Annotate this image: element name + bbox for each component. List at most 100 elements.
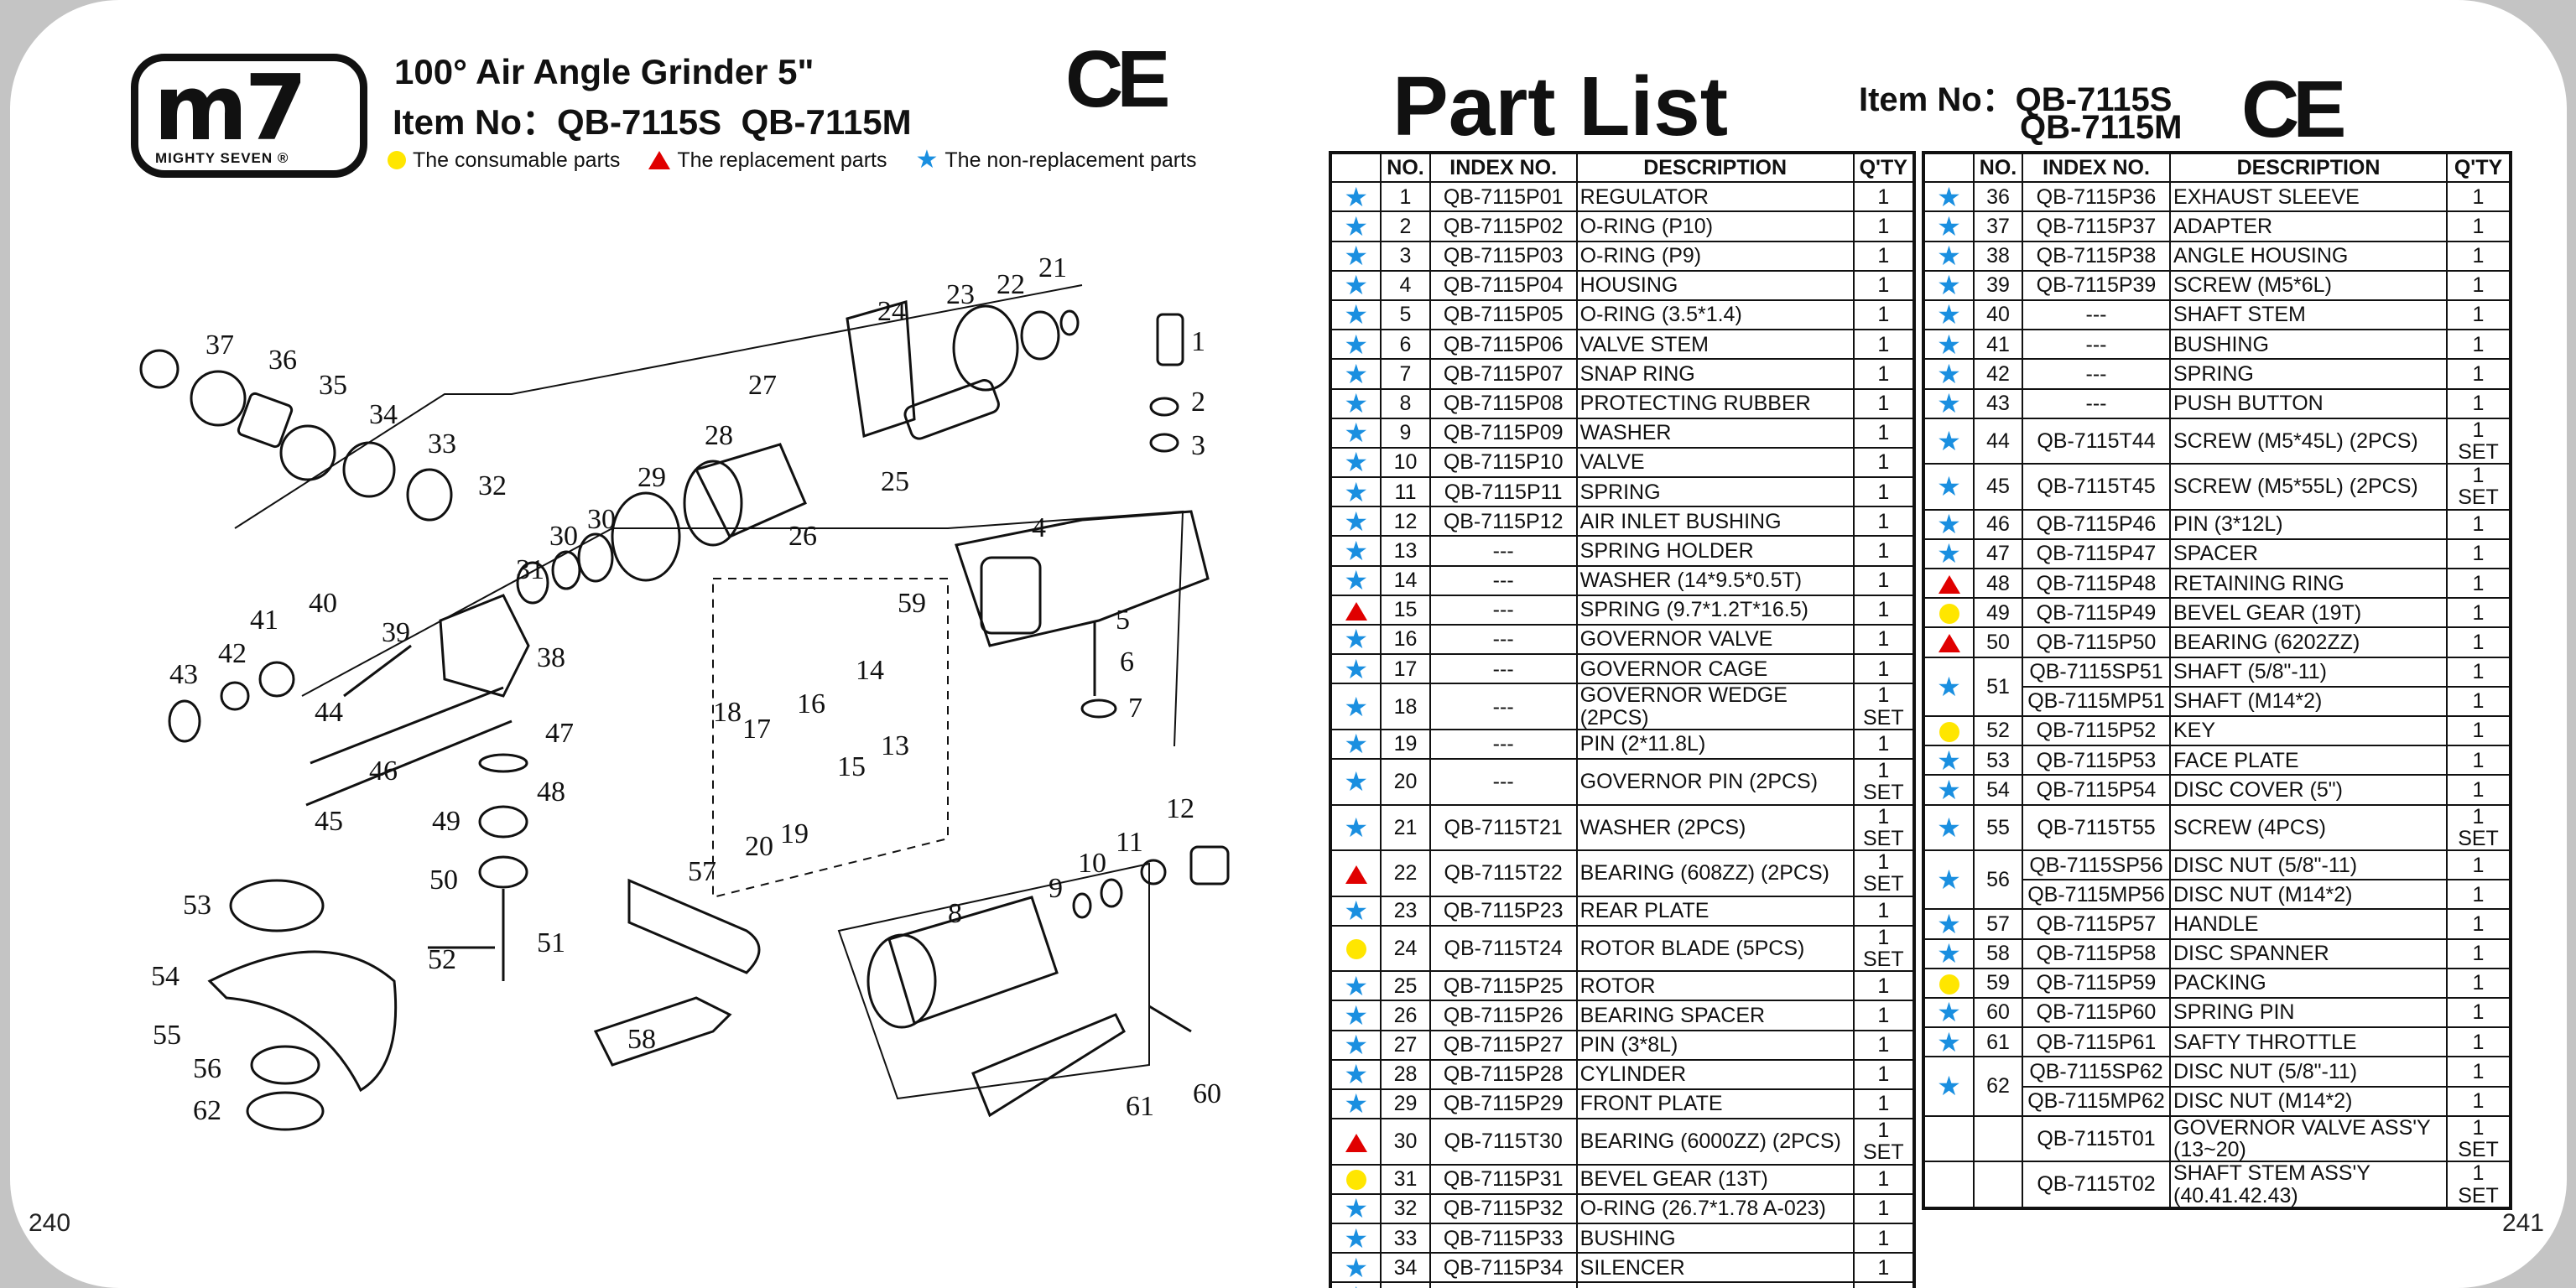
part-qty: 1	[1852, 653, 1916, 685]
part-index: QB-7115T30	[1429, 1118, 1578, 1166]
part-no: 31	[1380, 1163, 1431, 1195]
callout-58: 58	[627, 1024, 656, 1055]
part-index: QB-7115SP51	[2022, 656, 2171, 688]
part-description: BUSHING	[2169, 329, 2448, 361]
part-mark: ★	[1923, 210, 1975, 242]
col-no: NO.	[1380, 151, 1431, 184]
blue-star-icon: ★	[1937, 812, 1961, 843]
part-description: ROTOR	[1575, 970, 1855, 1002]
part-index: QB-7115P27	[1429, 1029, 1578, 1061]
part-mark: ★	[1329, 240, 1382, 272]
part-description: REGULATOR	[1575, 181, 1855, 213]
part-mark: ★	[1329, 1252, 1382, 1284]
part-description: O-RING (P9)	[1575, 240, 1855, 272]
callout-27: 27	[748, 370, 777, 401]
part-index: QB-7115P57	[2022, 908, 2171, 940]
callout-31: 31	[516, 554, 544, 585]
legend-item-replacement: The replacement parts	[648, 148, 887, 173]
part-qty: 1	[2446, 774, 2511, 806]
callout-4: 4	[1032, 512, 1046, 543]
part-qty: 1	[1852, 446, 1916, 479]
part-mark	[1329, 1163, 1382, 1195]
part-no: 19	[1380, 728, 1431, 761]
part-mark: ★	[1923, 269, 1975, 301]
blue-star-icon: ★	[1344, 691, 1369, 722]
blue-star-icon: ★	[1344, 1000, 1369, 1031]
part-mark: ★	[1329, 758, 1382, 806]
logo-mark: m7	[154, 56, 308, 161]
part-description: FACE PLATE	[2169, 745, 2448, 776]
part-qty: 1	[1852, 506, 1916, 538]
part-no: 15	[1380, 594, 1431, 626]
part-no: 4	[1380, 269, 1431, 301]
part-index: ---	[2022, 329, 2171, 361]
part-mark: ★	[1329, 1088, 1382, 1120]
part-index: QB-7115P61	[2022, 1026, 2171, 1058]
blue-star-icon: ★	[1937, 471, 1961, 502]
exploded-parts-diagram: 1 2 3 4 5 6 7 8 9 10 11 12 13 14 15 16 1…	[139, 252, 1230, 1131]
part-no: 9	[1380, 417, 1431, 449]
part-no: 53	[1973, 745, 2023, 776]
part-no: 61	[1973, 1026, 2023, 1058]
yellow-circle-icon	[1345, 939, 1366, 960]
part-description: DISC NUT (M14*2)	[2169, 879, 2448, 911]
table-row: ★18---GOVERNOR WEDGE (2PCS)1 SET	[1329, 683, 1916, 730]
part-index: QB-7115P53	[2022, 745, 2171, 776]
part-index: QB-7115P04	[1429, 269, 1578, 301]
callout-59: 59	[898, 588, 926, 619]
part-qty: 1	[1852, 1223, 1916, 1254]
part-index: QB-7115P01	[1429, 181, 1578, 213]
part-qty: 1	[2446, 597, 2511, 629]
legend: The consumable parts The replacement par…	[388, 148, 1197, 173]
part-description: PACKING	[2169, 967, 2448, 1000]
part-qty: 1	[1852, 240, 1916, 272]
part-description: KEY	[2169, 714, 2448, 747]
part-no: 25	[1380, 970, 1431, 1002]
part-no: 20	[1380, 758, 1431, 806]
part-mark: ★	[1329, 299, 1382, 331]
part-description: DISC NUT (5/8"-11)	[2169, 1056, 2448, 1088]
part-no: 59	[1973, 967, 2023, 1000]
blue-star-icon: ★	[1344, 210, 1369, 242]
part-mark: ★	[1923, 463, 1975, 511]
blue-star-icon: ★	[1344, 181, 1369, 212]
part-qty: 1	[1852, 1058, 1916, 1091]
blue-star-icon: ★	[1344, 476, 1369, 507]
part-qty: 1	[2446, 745, 2511, 776]
blue-star-icon: ★	[1344, 1223, 1369, 1254]
part-index: QB-7115T44	[2022, 417, 2171, 465]
part-qty: 1 SET	[2446, 463, 2511, 511]
part-index: QB-7115P10	[1429, 446, 1578, 479]
callout-47: 47	[545, 718, 574, 749]
callout-1: 1	[1191, 326, 1205, 357]
part-description: SPRING	[1575, 476, 1855, 508]
part-no: 44	[1973, 417, 2023, 465]
page-number-right: 241	[2501, 1209, 2544, 1237]
part-no: 41	[1973, 329, 2023, 361]
part-description: SHAFT STEM ASS'Y (40.41.42.43)	[2169, 1161, 2448, 1209]
part-no: 43	[1973, 387, 2023, 419]
part-mark	[1923, 1114, 1975, 1163]
part-description: SCREW (4PCS)	[2169, 803, 2448, 852]
part-qty: 1	[1852, 1192, 1916, 1225]
part-qty: 1	[2446, 967, 2511, 1000]
table-header-row: NO. INDEX NO. DESCRIPTION Q'TY	[1923, 151, 2511, 184]
part-index: QB-7115P32	[1429, 1192, 1578, 1225]
part-qty: 1	[1852, 1252, 1916, 1284]
callout-16: 16	[797, 688, 825, 719]
table-row: 15---SPRING (9.7*1.2T*16.5)1	[1329, 594, 1916, 626]
part-qty: 1	[1852, 1088, 1916, 1120]
legend-label: The replacement parts	[677, 148, 887, 172]
